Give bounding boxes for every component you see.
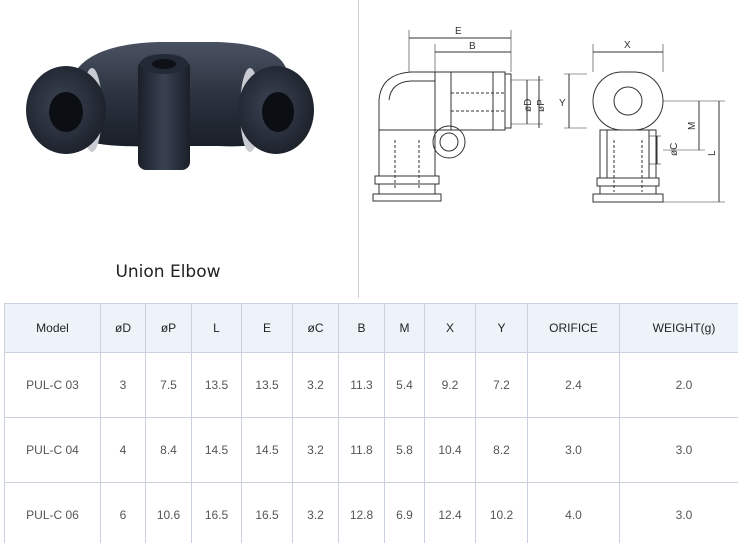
- cell-od: 3: [100, 352, 146, 418]
- cell-e: 14.5: [241, 417, 293, 483]
- cell-b: 11.8: [338, 417, 385, 483]
- header-m: M: [384, 303, 425, 353]
- dim-label-d: øD: [523, 99, 534, 112]
- cell-weight: 2.0: [619, 352, 738, 418]
- stem-bore: [152, 59, 176, 69]
- cell-x: 9.2: [424, 352, 476, 418]
- cell-oc: 3.2: [292, 482, 339, 543]
- header-op: øP: [145, 303, 192, 353]
- header-y: Y: [475, 303, 528, 353]
- cell-weight: 3.0: [619, 417, 738, 483]
- dimension-drawing: E B Y øD øP: [372, 26, 725, 203]
- cell-op: 10.6: [145, 482, 192, 543]
- table-header-row: Model øD øP L E øC B M X Y ORIFICE WEIGH…: [4, 303, 738, 353]
- dim-label-m: M: [687, 122, 698, 130]
- header-oc: øC: [292, 303, 339, 353]
- header-e: E: [241, 303, 293, 353]
- left-port: [49, 92, 83, 132]
- dim-label-e: E: [455, 26, 462, 37]
- table-row: PUL-C 04 4 8.4 14.5 14.5 3.2 11.8 5.8 10…: [4, 417, 738, 483]
- dim-label-p: øP: [536, 99, 547, 112]
- cell-model: PUL-C 04: [4, 417, 101, 483]
- cell-l: 16.5: [191, 482, 242, 543]
- cell-orifice: 3.0: [527, 417, 620, 483]
- spec-table-container: Model øD øP L E øC B M X Y ORIFICE WEIGH…: [4, 303, 738, 543]
- cell-model: PUL-C 06: [4, 482, 101, 543]
- cell-b: 12.8: [338, 482, 385, 543]
- product-overview: Union Elbow: [0, 0, 738, 298]
- header-weight: WEIGHT(g): [619, 303, 738, 353]
- cell-oc: 3.2: [292, 352, 339, 418]
- union-elbow-photo: [26, 42, 314, 170]
- cell-x: 10.4: [424, 417, 476, 483]
- header-l: L: [191, 303, 242, 353]
- right-port: [262, 92, 294, 132]
- cell-l: 14.5: [191, 417, 242, 483]
- cell-orifice: 4.0: [527, 482, 620, 543]
- cell-model: PUL-C 03: [4, 352, 101, 418]
- cell-m: 5.8: [384, 417, 425, 483]
- fitting-stem: [138, 60, 190, 170]
- spec-table: Model øD øP L E øC B M X Y ORIFICE WEIGH…: [4, 303, 738, 543]
- cell-m: 6.9: [384, 482, 425, 543]
- cell-y: 7.2: [475, 352, 528, 418]
- cell-y: 10.2: [475, 482, 528, 543]
- table-row: PUL-C 03 3 7.5 13.5 13.5 3.2 11.3 5.4 9.…: [4, 352, 738, 418]
- header-od: øD: [100, 303, 146, 353]
- cell-e: 13.5: [241, 352, 293, 418]
- dim-label-y: Y: [559, 98, 566, 109]
- front-view: [592, 44, 725, 203]
- cell-op: 7.5: [145, 352, 192, 418]
- product-caption: Union Elbow: [115, 262, 221, 282]
- panel-divider: [358, 0, 359, 298]
- header-b: B: [338, 303, 385, 353]
- header-model: Model: [4, 303, 101, 353]
- cell-op: 8.4: [145, 417, 192, 483]
- product-photo-panel: Union Elbow: [0, 0, 358, 298]
- cell-oc: 3.2: [292, 417, 339, 483]
- cell-od: 6: [100, 482, 146, 543]
- cell-l: 13.5: [191, 352, 242, 418]
- side-view: [372, 30, 587, 202]
- dim-label-x: X: [624, 40, 631, 51]
- cell-m: 5.4: [384, 352, 425, 418]
- dim-label-b: B: [469, 41, 476, 52]
- table-row: PUL-C 06 6 10.6 16.5 16.5 3.2 12.8 6.9 1…: [4, 482, 738, 543]
- header-orifice: ORIFICE: [527, 303, 620, 353]
- cell-y: 8.2: [475, 417, 528, 483]
- header-x: X: [424, 303, 476, 353]
- cell-x: 12.4: [424, 482, 476, 543]
- cell-b: 11.3: [338, 352, 385, 418]
- cell-weight: 3.0: [619, 482, 738, 543]
- technical-drawing-panel: E B Y øD øP: [359, 0, 738, 298]
- dim-label-l: L: [707, 150, 718, 156]
- cell-e: 16.5: [241, 482, 293, 543]
- dim-label-c: øC: [669, 143, 680, 156]
- cell-od: 4: [100, 417, 146, 483]
- cell-orifice: 2.4: [527, 352, 620, 418]
